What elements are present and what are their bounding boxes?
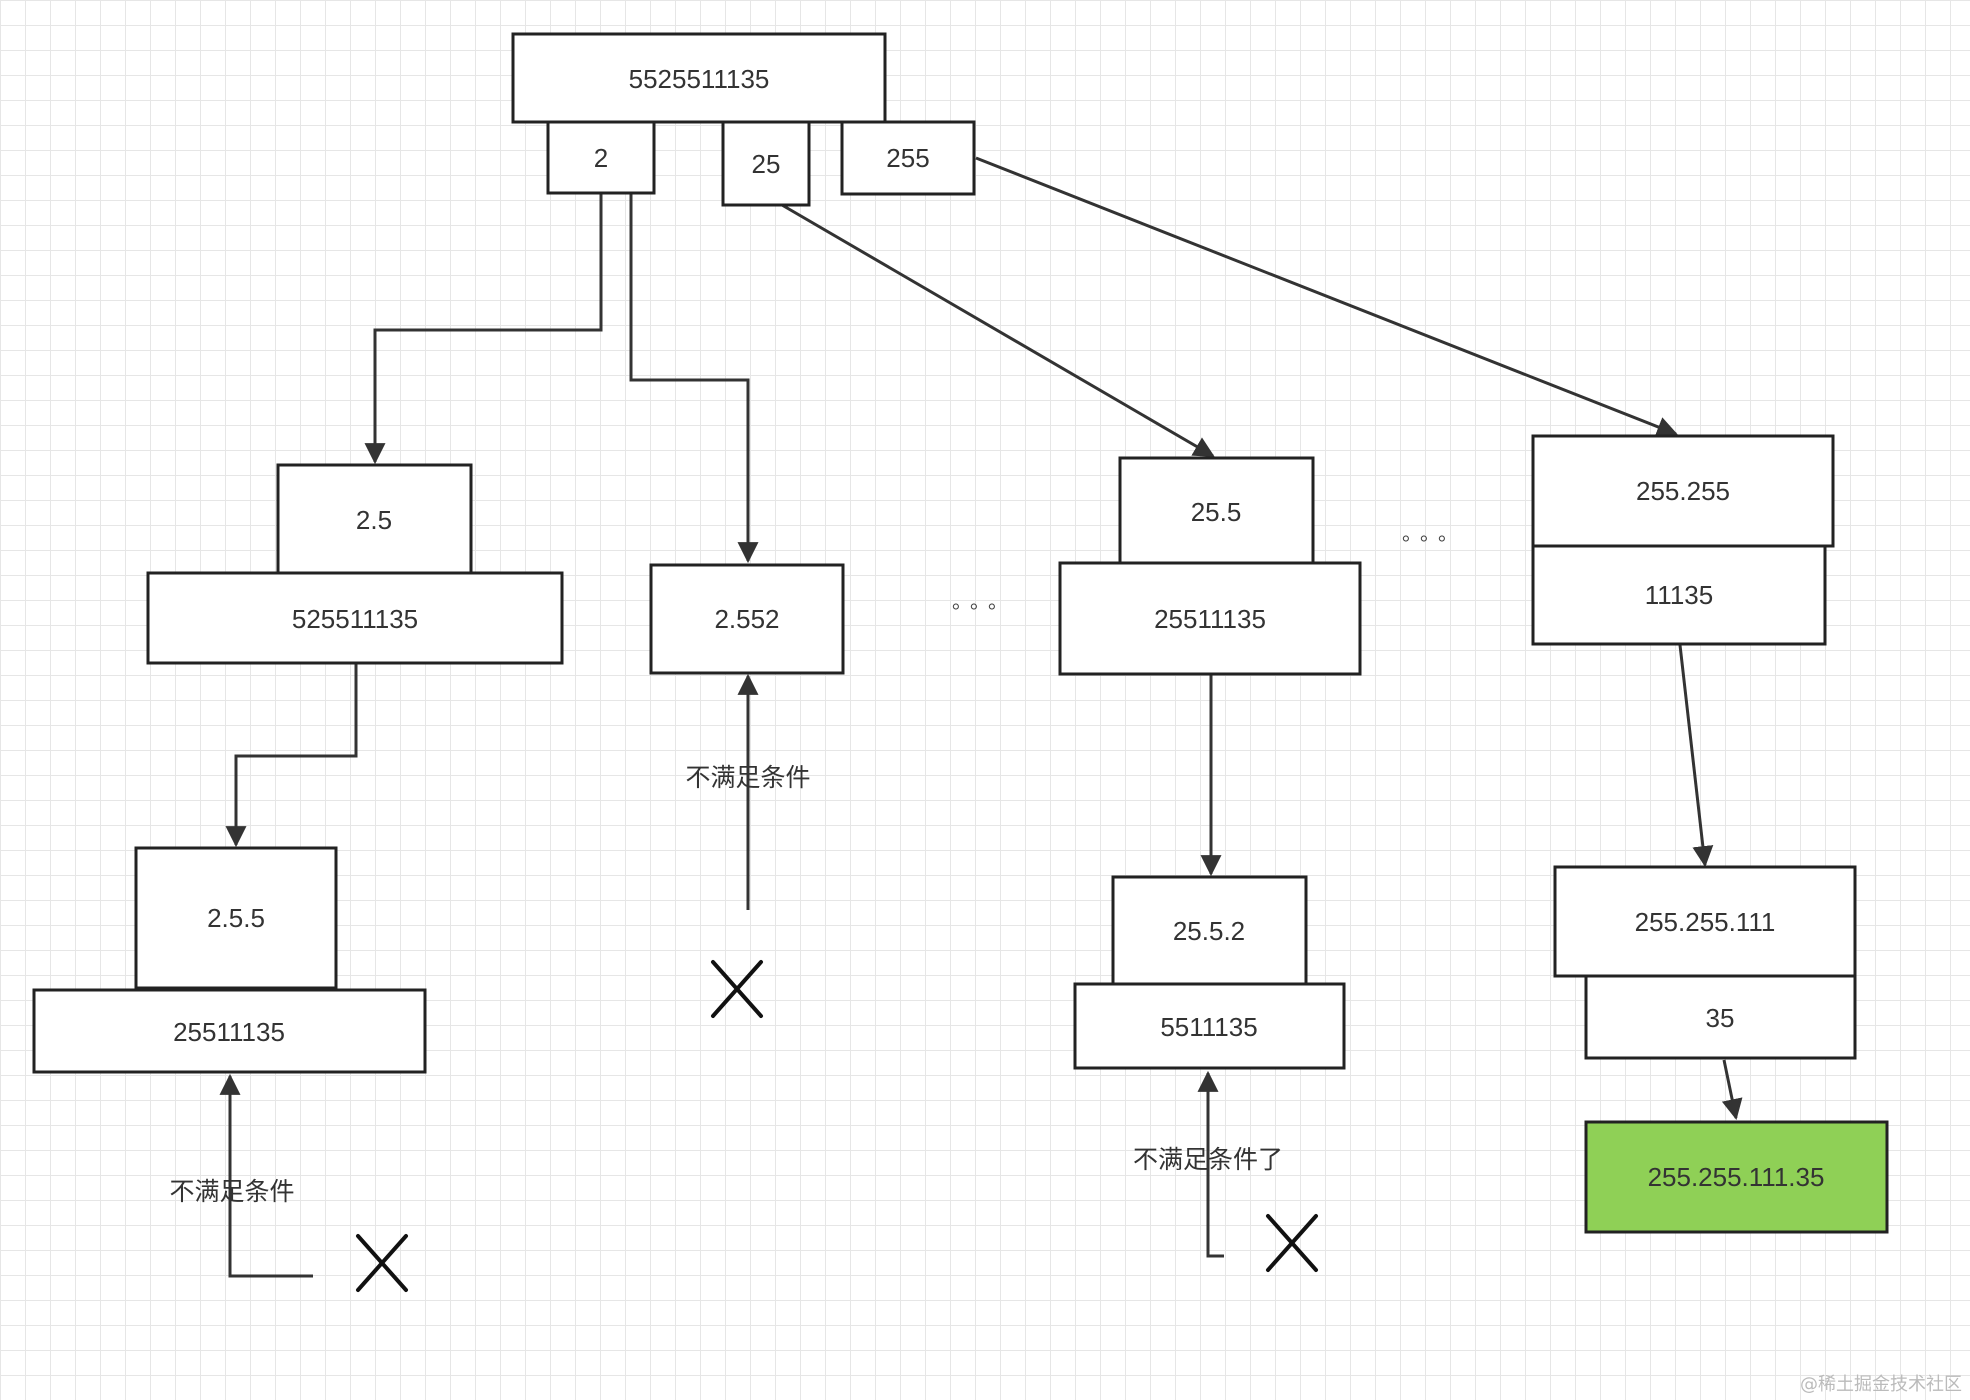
edge-255-to-255.255 bbox=[975, 156, 1678, 437]
node-25.5.2: 25.5.2 5511135 bbox=[1073, 875, 1346, 1070]
node-255.255: 255.255 11135 bbox=[1531, 434, 1835, 646]
fail-note-25.5.2: 不满足条件了 bbox=[1133, 1145, 1283, 1174]
segment-2-label: 2 bbox=[594, 143, 608, 173]
node-2.552-prefix: 2.552 bbox=[714, 604, 779, 634]
edge-255.255.111-to-result bbox=[1721, 1059, 1743, 1121]
node-255.255.111-rest: 35 bbox=[1706, 1003, 1735, 1033]
x-mark-icon bbox=[356, 1234, 408, 1292]
edge-2.5-to-2.5.5 bbox=[225, 663, 358, 848]
segment-255-node: 255 bbox=[840, 120, 976, 196]
node-2.5: 2.5 525511135 bbox=[146, 463, 564, 665]
edge-2-to-2.5 bbox=[364, 193, 603, 465]
ellipsis-right: 。。。 bbox=[1402, 521, 1466, 545]
result-node: 255.255.111.35 bbox=[1584, 1120, 1889, 1234]
segment-255-label: 255 bbox=[886, 143, 929, 173]
node-2.552: 2.552 bbox=[649, 563, 845, 675]
node-25.5.2-prefix: 25.5.2 bbox=[1173, 916, 1245, 946]
segment-25-label: 25 bbox=[752, 149, 781, 179]
node-255.255-rest: 11135 bbox=[1645, 580, 1713, 610]
x-mark-icon bbox=[1266, 1214, 1318, 1272]
node-25.5: 25.5 25511135 bbox=[1058, 456, 1362, 676]
segment-2-node: 2 bbox=[546, 120, 656, 195]
node-2.5-rest: 525511135 bbox=[292, 604, 418, 634]
root-label: 5525511135 bbox=[629, 64, 770, 94]
result-label: 255.255.111.35 bbox=[1648, 1162, 1825, 1192]
node-2.5-prefix: 2.5 bbox=[356, 505, 392, 535]
fail-note-2.552: 不满足条件 bbox=[685, 763, 810, 792]
node-2.5.5-prefix: 2.5.5 bbox=[207, 903, 265, 933]
segment-25-node: 25 bbox=[721, 120, 811, 207]
node-25.5-rest: 25511135 bbox=[1154, 604, 1266, 634]
node-255.255-prefix: 255.255 bbox=[1636, 476, 1730, 506]
fail-arrow-25.5.2 bbox=[1197, 1070, 1224, 1258]
edge-2-to-2.552 bbox=[629, 193, 759, 564]
fail-note-2.5.5: 不满足条件 bbox=[169, 1177, 294, 1206]
ellipsis-middle: 。。。 bbox=[952, 589, 1016, 613]
node-25.5-prefix: 25.5 bbox=[1191, 497, 1242, 527]
edge-25-to-25.5 bbox=[781, 203, 1215, 458]
node-255.255.111-prefix: 255.255.111 bbox=[1635, 907, 1776, 937]
node-2.5.5: 2.5.5 25511135 bbox=[32, 846, 427, 1074]
x-mark-icon bbox=[711, 960, 763, 1018]
edge-255.255-to-255.255.111 bbox=[1678, 644, 1714, 868]
node-255.255.111: 255.255.111 35 bbox=[1553, 865, 1857, 1060]
root-node: 5525511135 bbox=[511, 32, 887, 124]
node-25.5.2-rest: 5511135 bbox=[1160, 1012, 1257, 1042]
node-2.5.5-rest: 25511135 bbox=[173, 1017, 285, 1047]
watermark: @稀土掘金技术社区 bbox=[1800, 1374, 1962, 1395]
fail-arrow-2.5.5 bbox=[219, 1073, 313, 1278]
